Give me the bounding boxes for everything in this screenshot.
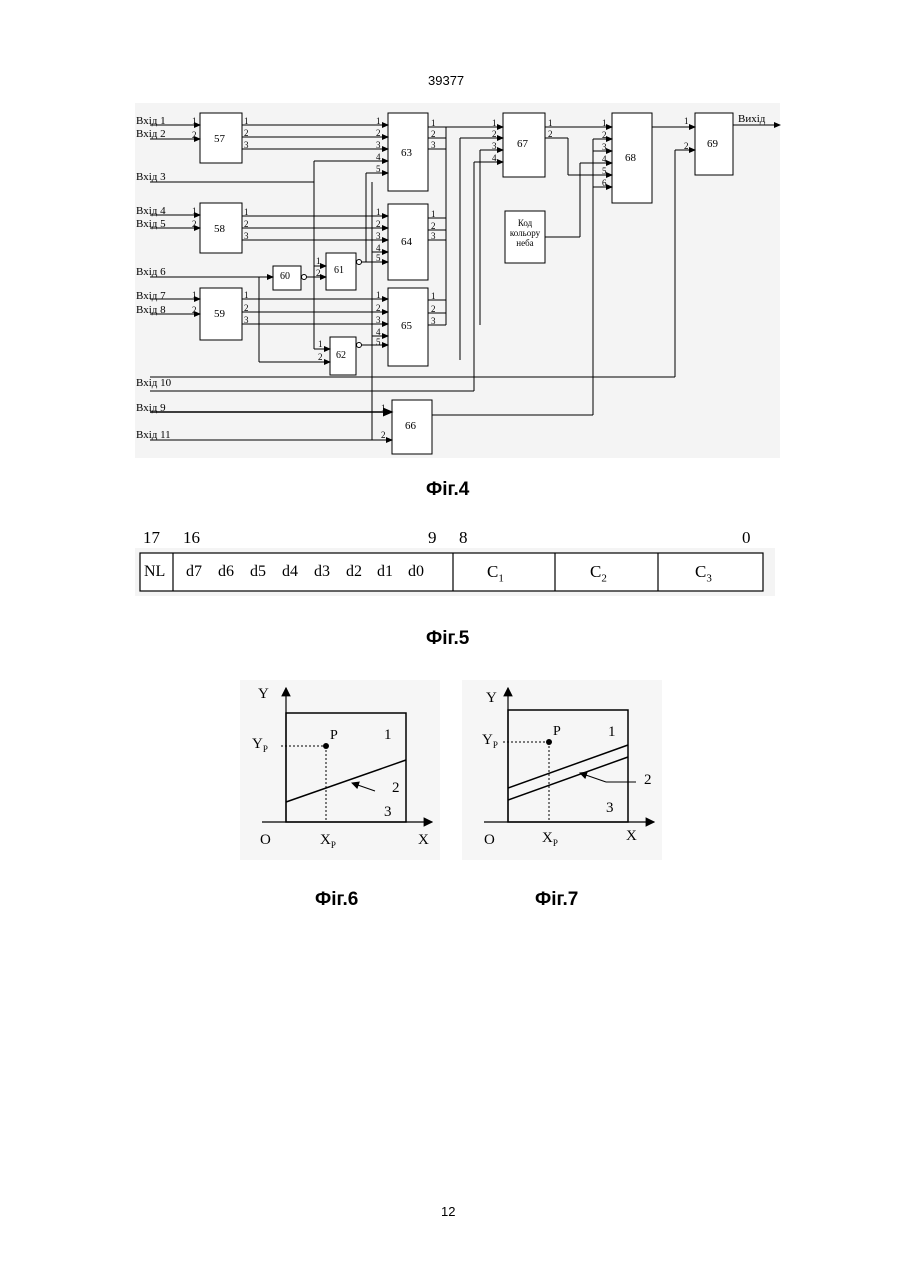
- fig7-x-axis-label: X: [626, 828, 637, 845]
- fig7-region-3: 3: [606, 800, 614, 817]
- fig6-y-axis-label: Y: [258, 686, 269, 703]
- fig6-origin-label: O: [260, 832, 271, 849]
- fig7-region-1: 1: [608, 724, 616, 741]
- fig6-yp-label: YP: [252, 736, 268, 754]
- fig6-region-3: 3: [384, 804, 392, 821]
- fig7-point-p: P: [553, 724, 561, 740]
- fig7-y-axis-label: Y: [486, 690, 497, 707]
- fig6-x-axis-label: X: [418, 832, 429, 849]
- fig6-point-p: P: [330, 728, 338, 744]
- fig7-region-2: 2: [644, 772, 652, 789]
- fig7-yp-label: YP: [482, 732, 498, 750]
- fig6-region-2: 2: [392, 780, 400, 797]
- fig6-caption: Фіг.6: [315, 889, 358, 911]
- fig7-xp-label: XP: [542, 830, 558, 848]
- fig6-region-1: 1: [384, 727, 392, 744]
- fig7-caption: Фіг.7: [535, 889, 578, 911]
- fig7-origin-label: O: [484, 832, 495, 849]
- fig6-xp-label: XP: [320, 832, 336, 850]
